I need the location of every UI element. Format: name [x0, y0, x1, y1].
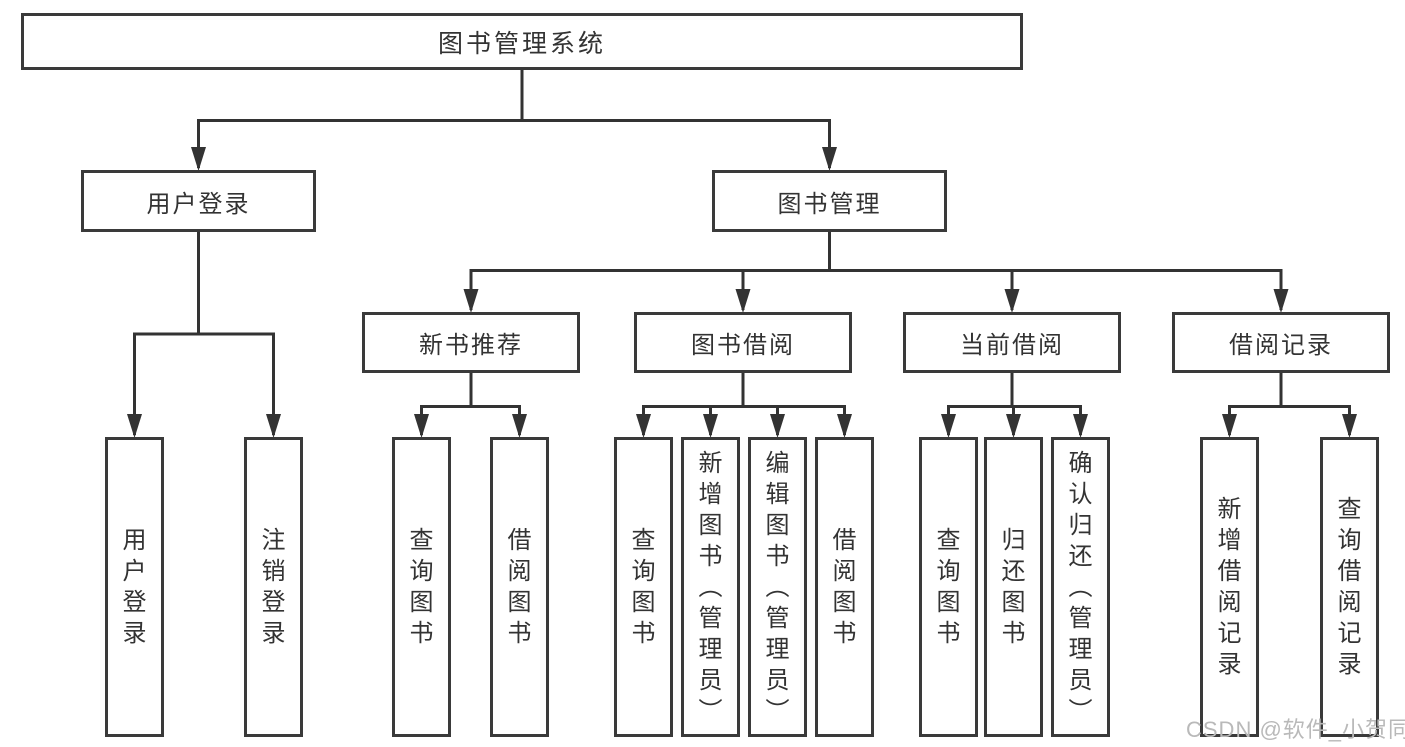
leaf-return-book-label: 归还图书 — [1001, 527, 1026, 647]
leaf-confirm-return-admin-label: 确认归还︵管理员︶ — [1068, 449, 1093, 725]
node-current-borrow: 当前借阅 — [903, 312, 1121, 373]
leaf-edit-book-admin: 编辑图书︵管理员︶ — [748, 437, 807, 737]
node-book-borrow: 图书借阅 — [634, 312, 852, 373]
node-user-login: 用户登录 — [81, 170, 316, 232]
node-current-borrow-label: 当前借阅 — [960, 332, 1064, 359]
leaf-borrow-books-recommend: 借阅图书 — [490, 437, 549, 737]
leaf-confirm-return-admin: 确认归还︵管理员︶ — [1051, 437, 1110, 737]
leaf-query-books-current: 查询图书 — [919, 437, 978, 737]
leaf-user-login-label: 用户登录 — [122, 527, 147, 647]
leaf-add-book-admin-label: 新增图书︵管理员︶ — [698, 449, 723, 725]
leaf-borrow-books: 借阅图书 — [815, 437, 874, 737]
leaf-edit-book-admin-label: 编辑图书︵管理员︶ — [765, 449, 790, 725]
node-new-book-recommend: 新书推荐 — [362, 312, 580, 373]
node-book-management: 图书管理 — [712, 170, 947, 232]
node-book-borrow-label: 图书借阅 — [691, 332, 795, 359]
leaf-query-books-borrow-label: 查询图书 — [631, 527, 656, 647]
node-root: 图书管理系统 — [21, 13, 1023, 70]
leaf-add-borrow-record-label: 新增借阅记录 — [1217, 496, 1242, 678]
leaf-query-borrow-record: 查询借阅记录 — [1320, 437, 1379, 737]
leaf-query-books-recommend: 查询图书 — [392, 437, 451, 737]
leaf-logout-label: 注销登录 — [261, 527, 286, 647]
leaf-logout: 注销登录 — [244, 437, 303, 737]
node-borrow-records-label: 借阅记录 — [1229, 332, 1333, 359]
node-user-login-label: 用户登录 — [146, 190, 251, 218]
leaf-query-borrow-record-label: 查询借阅记录 — [1337, 496, 1362, 678]
leaf-add-borrow-record: 新增借阅记录 — [1200, 437, 1259, 737]
leaf-query-books-current-label: 查询图书 — [936, 527, 961, 647]
leaf-query-books-recommend-label: 查询图书 — [409, 527, 434, 647]
csdn-watermark: CSDN @软件_小贺同学 — [1186, 717, 1405, 742]
node-borrow-records: 借阅记录 — [1172, 312, 1390, 373]
leaf-query-books-borrow: 查询图书 — [614, 437, 673, 737]
node-new-book-recommend-label: 新书推荐 — [419, 332, 523, 359]
node-book-management-label: 图书管理 — [777, 190, 882, 218]
node-root-label: 图书管理系统 — [437, 29, 606, 58]
leaf-borrow-books-label: 借阅图书 — [832, 527, 857, 647]
leaf-add-book-admin: 新增图书︵管理员︶ — [681, 437, 740, 737]
leaf-user-login: 用户登录 — [105, 437, 164, 737]
leaf-borrow-books-recommend-label: 借阅图书 — [507, 527, 532, 647]
leaf-return-book: 归还图书 — [984, 437, 1043, 737]
